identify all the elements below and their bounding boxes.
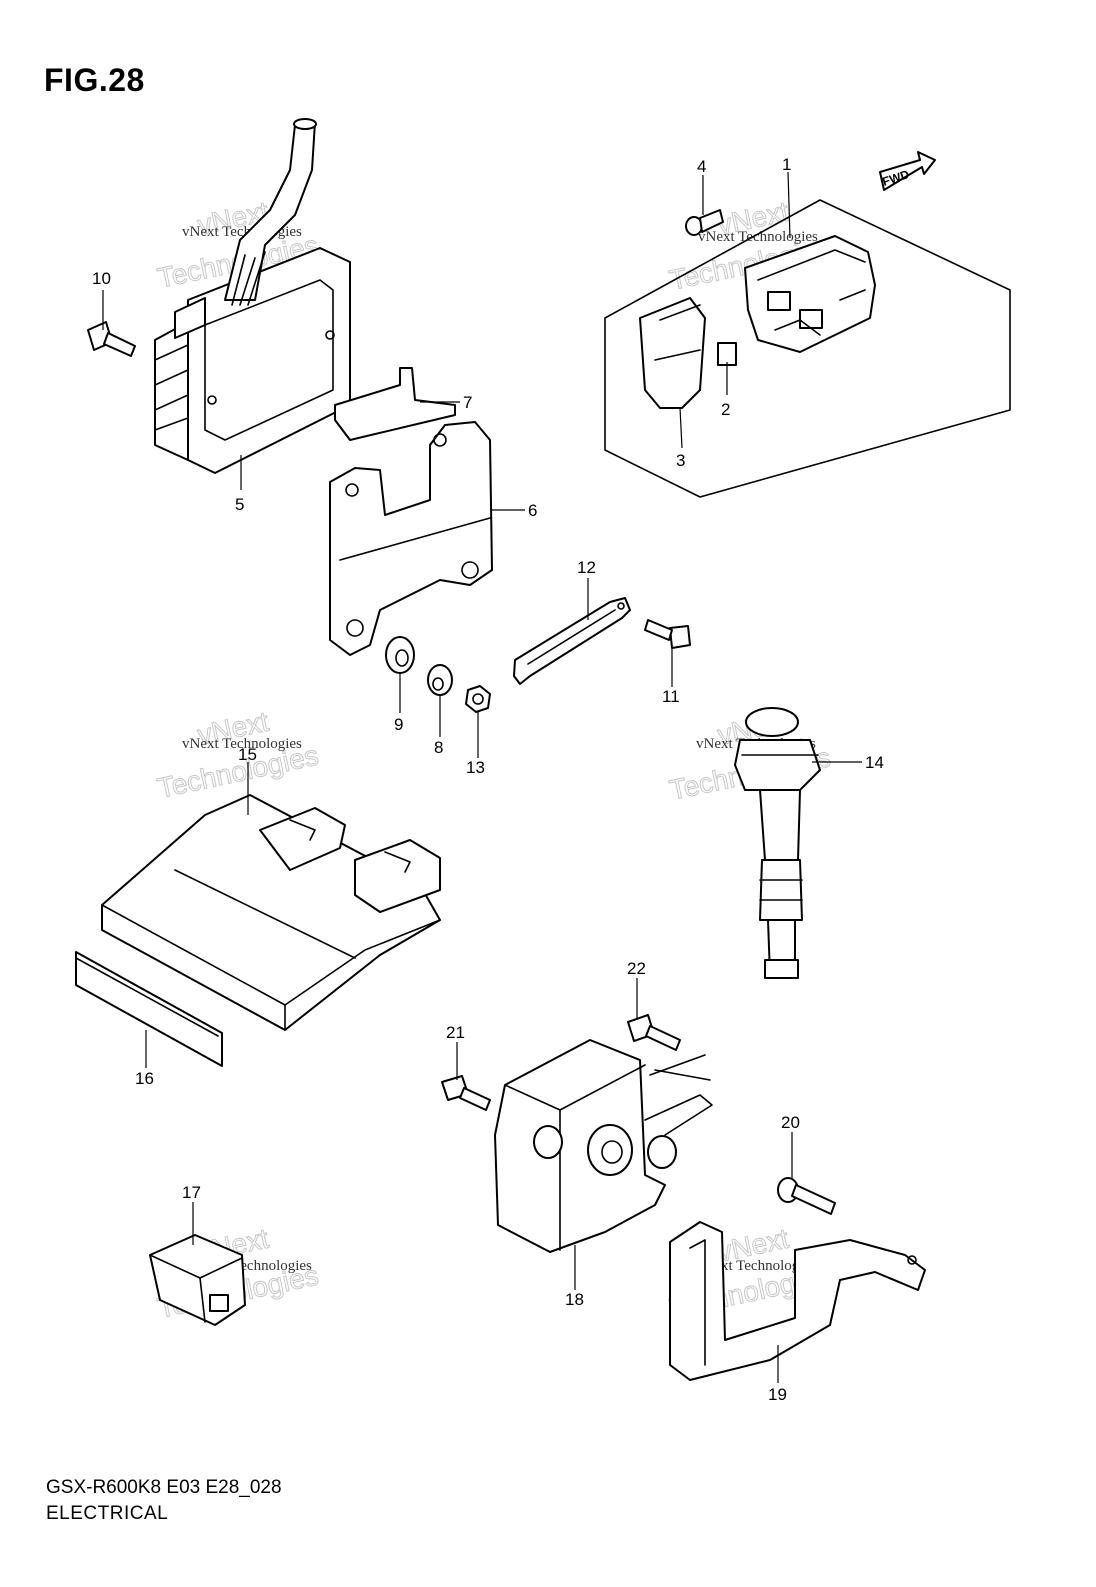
callouts: 1 2 3 4 5 6 7 8 9 10 11 12 13 14 15 16 1… xyxy=(92,155,884,1404)
callout-10: 10 xyxy=(92,269,111,288)
callout-18: 18 xyxy=(565,1290,584,1309)
part-sensor xyxy=(494,1039,713,1253)
callout-17: 17 xyxy=(182,1183,201,1202)
callout-21: 21 xyxy=(446,1023,465,1042)
part-bracket-plate xyxy=(329,421,493,656)
callout-9: 9 xyxy=(394,715,403,734)
figure-title: FIG.28 xyxy=(44,62,145,98)
callout-12: 12 xyxy=(577,558,596,577)
callout-20: 20 xyxy=(781,1113,800,1132)
leader-lines xyxy=(102,171,862,1383)
watermark-text: vNext Technologies xyxy=(182,736,302,752)
callout-8: 8 xyxy=(434,738,443,757)
watermark-text: vNext Technologies xyxy=(698,229,818,245)
callout-1: 1 xyxy=(782,155,791,174)
part-regulator xyxy=(154,118,351,474)
part-strap xyxy=(513,597,631,685)
bolt-icon xyxy=(685,209,724,236)
callout-6: 6 xyxy=(528,501,537,520)
callout-22: 22 xyxy=(627,959,646,978)
callout-16: 16 xyxy=(135,1069,154,1088)
part-grommet-9 xyxy=(385,636,415,674)
section-title: ELECTRICAL xyxy=(46,1503,169,1524)
figure-code: GSX-R600K8 E03 E28_028 xyxy=(46,1477,282,1498)
part-pad xyxy=(75,951,223,1067)
part-ecm xyxy=(101,794,441,1031)
part-bracket-u xyxy=(669,1221,926,1381)
fwd-arrow-icon: FWD xyxy=(879,151,936,191)
part-ignition-coil xyxy=(734,707,821,979)
part-collar-8 xyxy=(427,664,453,696)
part-small-sensor xyxy=(149,1234,246,1326)
callout-11: 11 xyxy=(662,687,680,706)
callout-19: 19 xyxy=(768,1385,787,1404)
part-fuse-box-assembly xyxy=(604,199,1011,498)
bolt-icon xyxy=(87,321,136,357)
bolt-icon xyxy=(627,1014,681,1051)
callout-4: 4 xyxy=(697,157,706,176)
bolt-icon xyxy=(441,1075,491,1111)
watermark-text: vNext Technologies xyxy=(696,1258,816,1274)
callout-5: 5 xyxy=(235,495,244,514)
callout-3: 3 xyxy=(676,451,685,470)
callout-15: 15 xyxy=(238,745,257,764)
callout-7: 7 xyxy=(463,393,472,412)
bolt-icon xyxy=(777,1177,836,1215)
callout-2: 2 xyxy=(721,400,730,419)
part-bracket-small xyxy=(334,367,456,441)
fuse-icon xyxy=(717,342,737,366)
callout-14: 14 xyxy=(865,753,884,772)
nut-icon xyxy=(465,685,491,713)
callout-13: 13 xyxy=(466,758,485,777)
bolt-icon xyxy=(644,619,691,649)
